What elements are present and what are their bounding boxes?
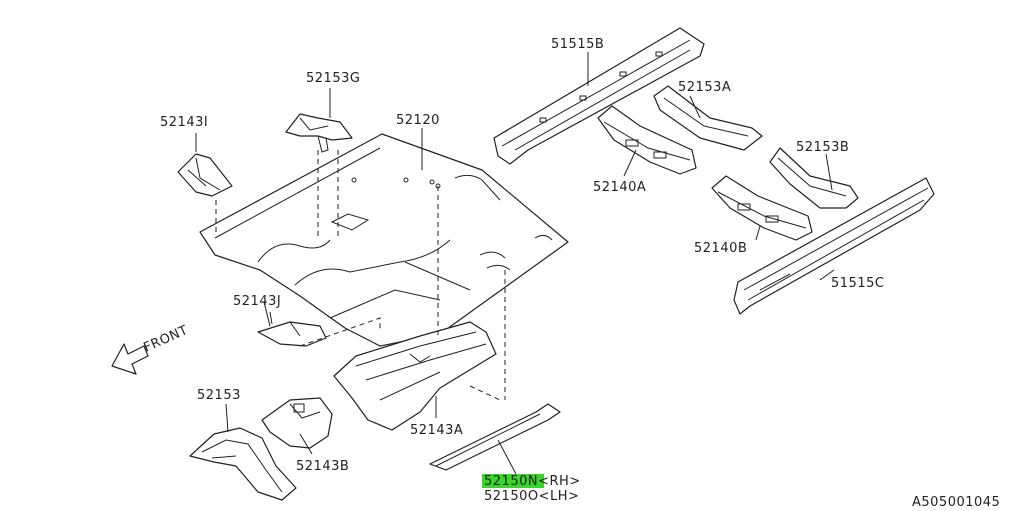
bracket-52153A[interactable] [653,85,763,151]
front-arrow-icon [111,343,149,375]
rail-52150[interactable] [429,403,561,471]
label-52150O: 52150O<LH> [484,489,579,504]
sill-51515C[interactable] [733,177,935,315]
bracket-52143J[interactable] [257,311,327,347]
bracket-52143B[interactable] [261,397,333,449]
label-52140B: 52140B [694,241,747,256]
bracket-52143I[interactable] [177,153,233,197]
label-52153B: 52153B [796,140,849,155]
crossmember-52140B[interactable] [711,175,813,241]
alignment-lines [215,150,506,401]
label-51515C: 51515C [831,276,884,291]
sill-51515B[interactable] [493,27,705,165]
front-label: FRONT [142,323,191,356]
label-51515B: 51515B [551,37,604,52]
crossmember-52153[interactable] [189,427,297,501]
label-52153A: 52153A [678,80,731,95]
bracket-52153B[interactable] [769,147,859,209]
label-52143I: 52143I [160,115,208,130]
label-52143J: 52143J [233,294,281,309]
tunnel-panel-52143A[interactable] [333,321,497,431]
label-52153: 52153 [197,388,241,403]
floor-panel-52120[interactable] [199,133,569,347]
label-52153G: 52153G [306,71,360,86]
label-52140A: 52140A [593,180,646,195]
label-52120: 52120 [396,113,440,128]
label-52150N: 52150N<RH> [484,474,581,489]
bracket-52153G[interactable] [285,113,353,153]
diagram-code: A505001045 [912,495,1000,510]
leader-lines [195,52,835,475]
crossmember-52140A[interactable] [597,105,697,175]
label-52143A: 52143A [410,423,463,438]
label-52143B: 52143B [296,459,349,474]
highlight-mark [482,474,544,488]
